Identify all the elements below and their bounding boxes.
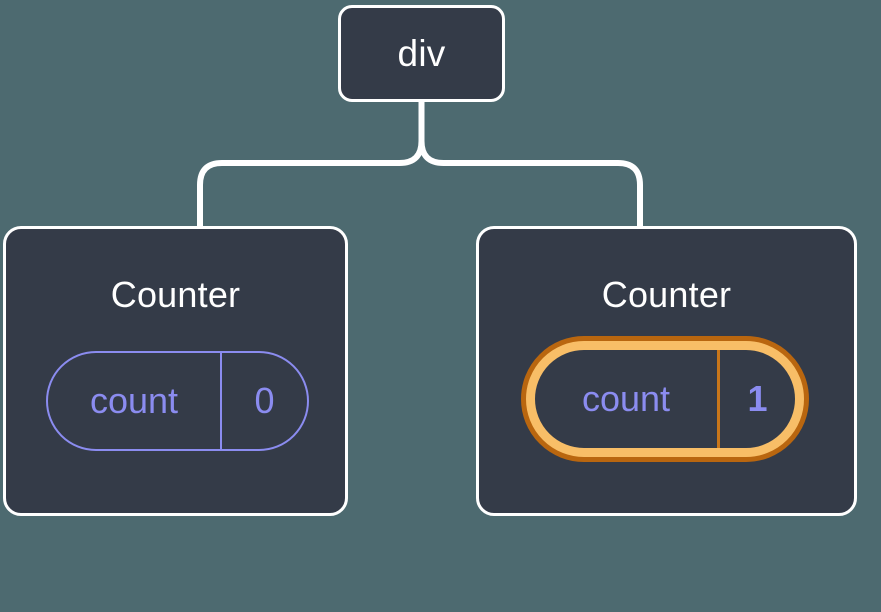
node-counter-right-label: Counter (601, 274, 732, 315)
connector-path (418, 98, 643, 231)
state-pill-count-left[interactable]: count 0 (46, 351, 309, 451)
node-counter-right[interactable]: Counter count 1 (476, 226, 857, 516)
state-pill-inner: count 1 (526, 341, 804, 457)
connector-path (197, 98, 425, 231)
state-value-label: 1 (747, 378, 768, 419)
node-div[interactable]: div (338, 5, 505, 102)
state-key-label: count (48, 353, 222, 449)
node-counter-left[interactable]: Counter count 0 (3, 226, 348, 516)
state-pill-count-right-highlighted[interactable]: count 1 (521, 336, 809, 462)
state-value-label: 0 (254, 380, 275, 421)
state-key-label: count (535, 350, 720, 448)
diagram-canvas: div Counter count 0 Counter count 1 (3, 5, 857, 516)
node-div-label: div (397, 33, 446, 74)
node-counter-left-label: Counter (110, 274, 241, 315)
